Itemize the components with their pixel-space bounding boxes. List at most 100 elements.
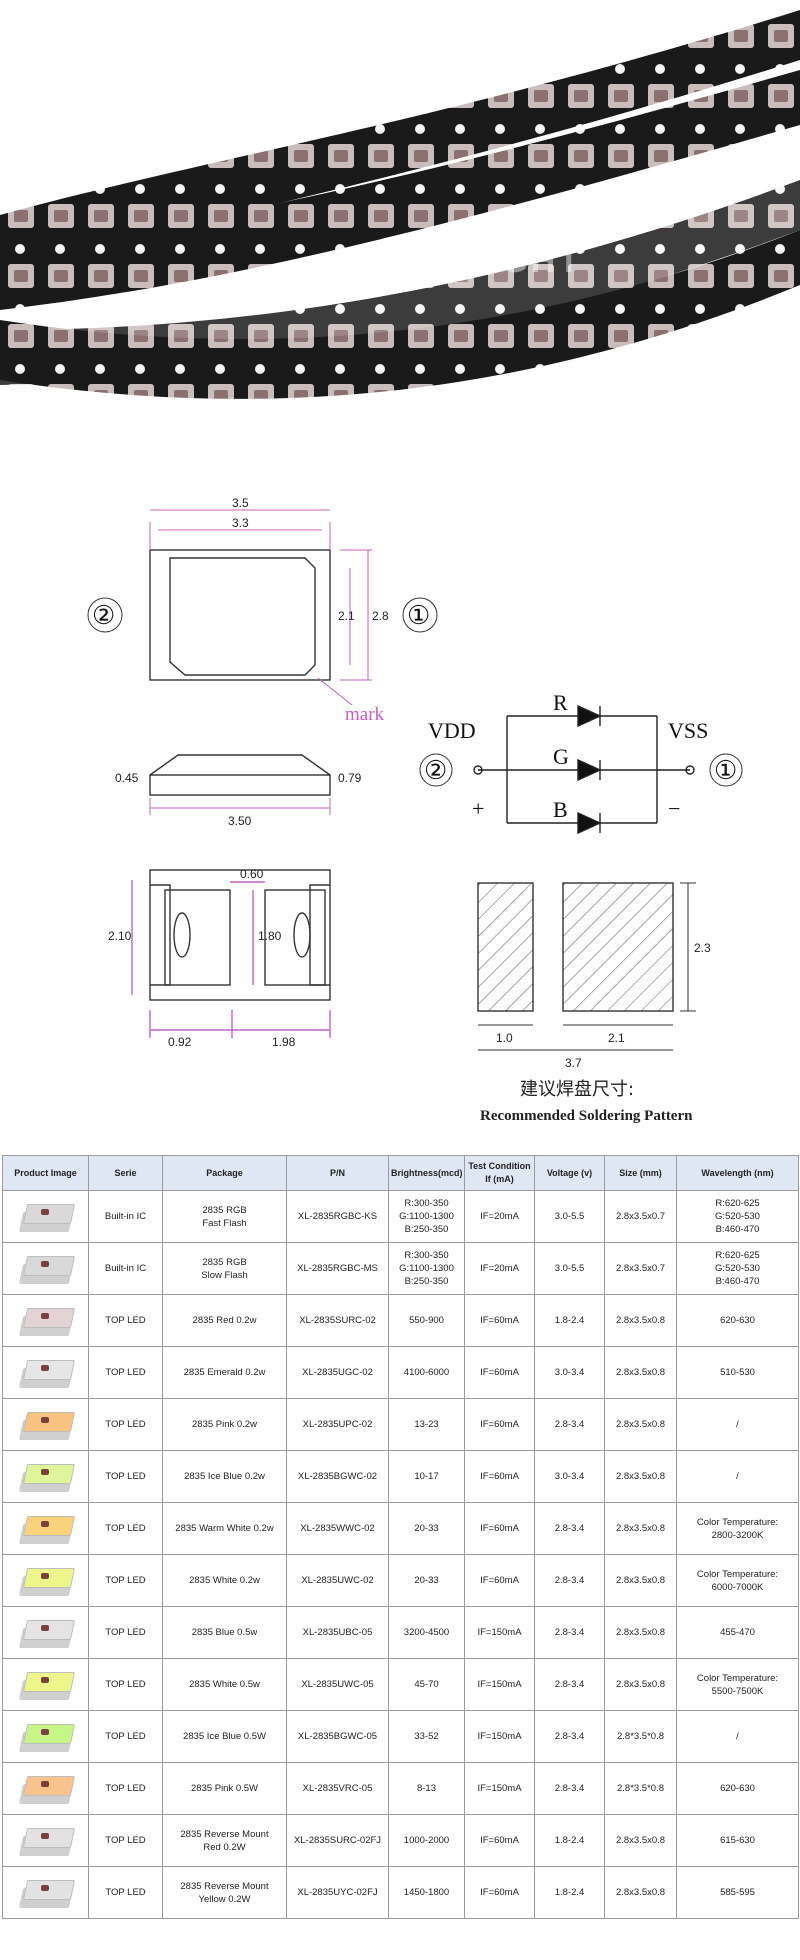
cell-test: IF=150mA [464, 1762, 535, 1815]
product-image-cell [2, 1450, 89, 1503]
product-image-cell [2, 1710, 89, 1763]
dim-side-left: 0.45 [115, 771, 139, 785]
cell-pn: XL-2835UWC-05 [286, 1658, 389, 1711]
led-chip-image [17, 1614, 75, 1652]
dim-height-inner: 2.1 [338, 609, 355, 623]
cell-package: 2835 Blue 0.5w [162, 1606, 287, 1659]
cell-voltage: 2.8-3.4 [534, 1502, 605, 1555]
dim-solder-total: 3.7 [565, 1056, 582, 1070]
dim-bottom-top: 0.60 [240, 867, 264, 881]
dim-side-right: 0.79 [338, 771, 362, 785]
led-chip-image [17, 1718, 75, 1756]
plus-sign: + [472, 796, 484, 821]
cell-test: IF=60mA [464, 1554, 535, 1607]
cell-size: 2.8x3.5x0.8 [604, 1554, 677, 1607]
led-chip-image [17, 1510, 75, 1548]
watermark-text: XINGLIGHT [370, 242, 582, 280]
cell-wavelength: / [676, 1450, 799, 1503]
cell-wavelength: Color Temperature:5500-7500K [676, 1658, 799, 1711]
reel-tape-strips [0, 10, 800, 399]
cell-voltage: 2.8-3.4 [534, 1554, 605, 1607]
side-view [149, 754, 331, 815]
cell-size: 2.8x3.5x0.8 [604, 1398, 677, 1451]
cell-pn: XL-2835UWC-02 [286, 1554, 389, 1607]
cell-size: 2.8x3.5x0.7 [604, 1190, 677, 1243]
led-chip-image [17, 1198, 75, 1236]
cell-wavelength: 510-530 [676, 1346, 799, 1399]
cell-voltage: 3.0-5.5 [534, 1190, 605, 1243]
cell-voltage: 2.8-3.4 [534, 1710, 605, 1763]
led-chip-image [17, 1354, 75, 1392]
schematic-pin-1-label: ① [714, 756, 737, 785]
cell-brightness: 1450-1800 [388, 1866, 465, 1919]
top-view [149, 509, 372, 706]
cell-brightness: 33-52 [388, 1710, 465, 1763]
led-chip-image [17, 1458, 75, 1496]
cell-pn: XL-2835UYC-02FJ [286, 1866, 389, 1919]
cell-serie: TOP LED [88, 1502, 163, 1555]
cell-test: IF=150mA [464, 1658, 535, 1711]
dimension-drawing: 3.5 3.3 2.1 2.8 ② ① mark 0.45 0.79 3.50 … [87, 496, 743, 1124]
cell-package: 2835 White 0.5w [162, 1658, 287, 1711]
schematic [473, 704, 695, 835]
cell-brightness: 45-70 [388, 1658, 465, 1711]
dim-bottom-left-w: 0.92 [168, 1035, 192, 1049]
dim-solder-height: 2.3 [694, 941, 711, 955]
cell-pn: XL-2835UGC-02 [286, 1346, 389, 1399]
schematic-pin-2-circle [419, 753, 453, 787]
cell-size: 2.8x3.5x0.7 [604, 1242, 677, 1295]
cell-voltage: 1.8-2.4 [534, 1814, 605, 1867]
cell-size: 2.8x3.5x0.8 [604, 1658, 677, 1711]
cell-package: 2835 Emerald 0.2w [162, 1346, 287, 1399]
pin-2-circle [87, 597, 123, 633]
cell-serie: TOP LED [88, 1814, 163, 1867]
cell-voltage: 2.8-3.4 [534, 1606, 605, 1659]
minus-sign: − [668, 796, 680, 821]
product-image-cell [2, 1554, 89, 1607]
cell-test: IF=60mA [464, 1502, 535, 1555]
soldering-pattern [477, 882, 696, 1051]
vdd-label: VDD [428, 718, 476, 743]
cell-brightness: 550-900 [388, 1294, 465, 1347]
cell-voltage: 2.8-3.4 [534, 1762, 605, 1815]
cell-test: IF=60mA [464, 1294, 535, 1347]
dim-top-inner: 3.3 [232, 516, 249, 530]
product-image-cell [2, 1502, 89, 1555]
cell-test: IF=150mA [464, 1710, 535, 1763]
cell-brightness: 20-33 [388, 1502, 465, 1555]
product-image-cell [2, 1606, 89, 1659]
cell-serie: TOP LED [88, 1398, 163, 1451]
bottom-view [131, 869, 331, 1038]
dim-bottom-left: 2.10 [108, 929, 132, 943]
vss-label: VSS [668, 718, 708, 743]
cell-serie: TOP LED [88, 1346, 163, 1399]
product-image-cell [2, 1398, 89, 1451]
cell-wavelength: 620-630 [676, 1294, 799, 1347]
dim-side-width: 3.50 [228, 814, 252, 828]
column-header: P/N [286, 1155, 389, 1191]
column-header: Wavelength (nm) [676, 1155, 799, 1191]
cell-serie: TOP LED [88, 1866, 163, 1919]
cell-size: 2.8x3.5x0.8 [604, 1294, 677, 1347]
cell-test: IF=20mA [464, 1242, 535, 1295]
cell-pn: XL-2835VRC-05 [286, 1762, 389, 1815]
cell-size: 2.8*3.5*0.8 [604, 1710, 677, 1763]
led-chip-image [17, 1874, 75, 1912]
dim-height-outer: 2.8 [372, 609, 389, 623]
cell-size: 2.8x3.5x0.8 [604, 1866, 677, 1919]
cell-package: 2835 White 0.2w [162, 1554, 287, 1607]
cell-wavelength: / [676, 1710, 799, 1763]
